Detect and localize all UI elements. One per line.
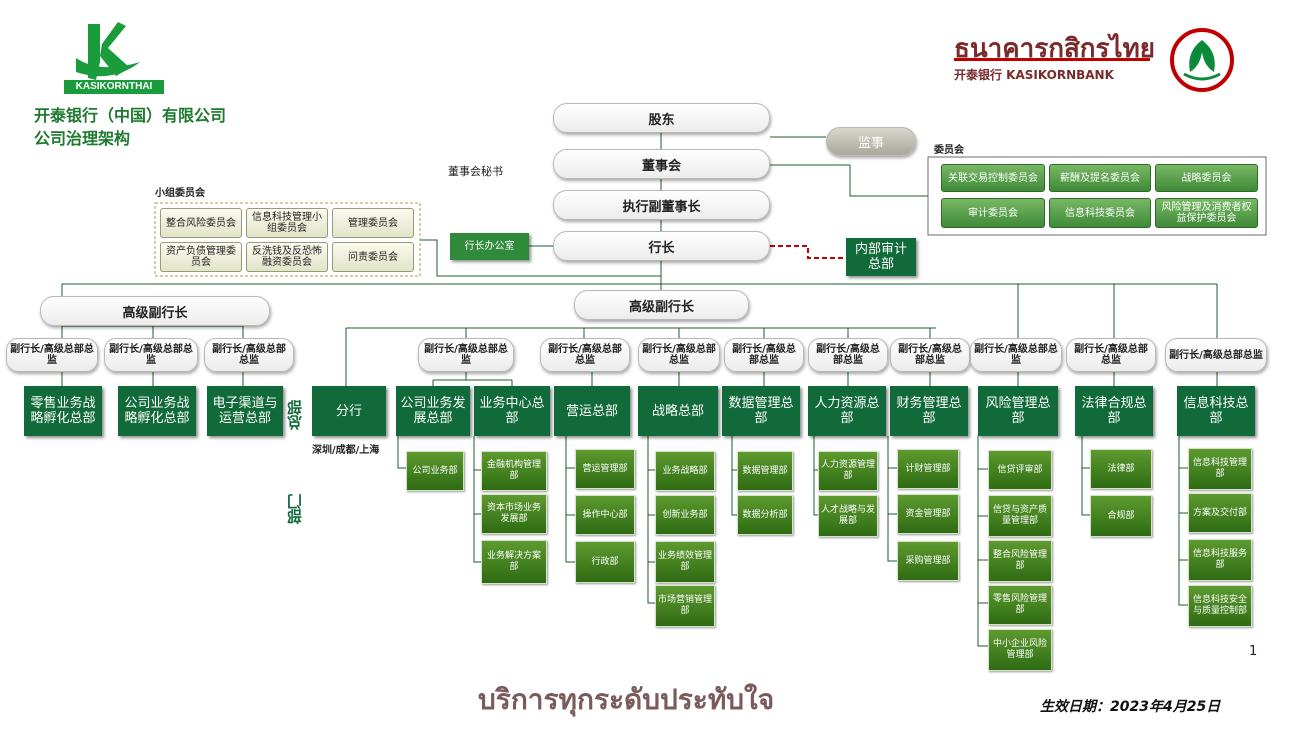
sub-dept-box: 公司业务部 [406, 451, 464, 491]
vp-box: 副行长/高级总部总监 [1165, 338, 1267, 372]
board-box: 董事会 [553, 149, 770, 179]
small-committee-item: 资产负债管理委员会 [160, 242, 242, 272]
sub-dept-box: 业务战略部 [655, 451, 715, 491]
vp-box: 副行长/高级总部总监 [6, 338, 98, 372]
sub-dept-box: 法律部 [1090, 449, 1152, 489]
dept-box: 营运总部 [554, 386, 630, 436]
slogan: บริการทุกระดับประทับใจ [478, 683, 775, 716]
sub-dept-box: 资本市场业务发展部 [481, 494, 547, 534]
vp-box: 副行长/高级总部总监 [724, 338, 804, 372]
branch-cities-label: 深圳/成都/上海 [312, 445, 380, 456]
sub-dept-box: 信息科技安全与质量控制部 [1188, 585, 1252, 627]
committees-title: 委员会 [934, 145, 964, 156]
dept-box: 业务中心总部 [474, 386, 550, 436]
sub-dept-box: 人才战略与发展部 [818, 495, 878, 537]
sub-dept-box: 金融机构管理部 [481, 451, 547, 491]
effective-date: 生效日期：2023年4月25日 [1040, 699, 1221, 715]
vp-box: 副行长/高级总部总监 [418, 338, 514, 372]
shareholders-box: 股东 [553, 103, 770, 133]
svp-center-box: 高级副行长 [574, 290, 749, 320]
dept-box: 零售业务战略孵化总部 [24, 386, 102, 436]
sub-dept-box: 信息科技管理部 [1188, 448, 1252, 490]
supervisor-box: 监事 [826, 127, 916, 156]
sub-dept-box: 中小企业风险管理部 [988, 629, 1052, 671]
sub-dept-box: 人力资源管理部 [818, 451, 878, 491]
sub-dept-box: 数据分析部 [737, 495, 793, 535]
board-secretary-label: 董事会秘书 [448, 165, 503, 178]
dept-box: 战略总部 [638, 386, 718, 436]
vp-box: 副行长/高级总部总监 [970, 338, 1062, 372]
small-committee-item: 问责委员会 [332, 242, 414, 272]
committee-item: 战略委员会 [1155, 164, 1258, 192]
page-title: 公司治理架构 [34, 129, 131, 148]
bank-name-sub: 开泰银行 KASIKORNBANK [954, 68, 1114, 82]
vp-box: 副行长/高级总部总监 [890, 338, 970, 372]
sub-dept-box: 营运管理部 [575, 449, 635, 489]
vp-box: 副行长/高级总部总监 [638, 338, 720, 372]
kbank-emblem-icon [1170, 28, 1234, 92]
sub-dept-box: 零售风险管理部 [988, 585, 1052, 625]
small-committee-item: 整合风险委员会 [160, 208, 242, 238]
dept-box: 数据管理总部 [722, 386, 800, 436]
sub-dept-box: 合规部 [1090, 495, 1152, 537]
sub-dept-box: 业务绩效管理部 [655, 541, 715, 583]
committee-item: 关联交易控制委员会 [941, 164, 1045, 192]
vp-box: 副行长/高级总部总监 [1066, 338, 1156, 372]
sub-dept-box: 整合风险管理部 [988, 540, 1052, 582]
dept-box: 财务管理总部 [890, 386, 968, 436]
page-number: 1 [1249, 644, 1258, 659]
dept-box: 公司业务战略孵化总部 [118, 386, 196, 436]
hq-side-label: 总部 [286, 400, 304, 430]
sub-dept-box: 采购管理部 [897, 541, 959, 581]
dept-box: 公司业务发展总部 [396, 386, 470, 436]
dept-box: 人力资源总部 [808, 386, 886, 436]
sub-dept-box: 行政部 [575, 541, 635, 583]
sub-dept-box: 业务解决方案部 [481, 540, 547, 584]
committee-item: 薪酬及提名委员会 [1049, 164, 1151, 192]
sub-dept-box: 市场营销管理部 [655, 585, 715, 627]
sub-dept-box: 资金管理部 [897, 494, 959, 534]
sub-dept-box: 操作中心部 [575, 495, 635, 535]
sub-dept-box: 信息科技服务部 [1188, 539, 1252, 581]
small-committee-item: 信息科技管理小组委员会 [246, 208, 328, 238]
sub-dept-box: 信贷与资产质量管理部 [988, 495, 1052, 537]
dept-box: 法律合规总部 [1075, 386, 1153, 436]
sub-dept-box: 方案及交付部 [1188, 493, 1252, 533]
president-office-box: 行长办公室 [450, 233, 529, 260]
committee-item: 风险管理及消费者权益保护委员会 [1155, 198, 1258, 228]
internal-audit-box: 内部审计总部 [846, 238, 916, 276]
svp-left-box: 高级副行长 [40, 296, 270, 326]
bank-name-thai: ธนาคารกสิกรไทย [954, 34, 1155, 64]
exec-vice-chairman-box: 执行副董事长 [553, 190, 770, 220]
small-committee-item: 反洗钱及反恐怖融资委员会 [246, 242, 328, 272]
company-name: 开泰银行（中国）有限公司 [34, 106, 227, 125]
dept-box: 电子渠道与运营总部 [207, 386, 283, 436]
sub-dept-box: 信贷评审部 [988, 450, 1052, 490]
committee-item: 信息科技委员会 [1049, 198, 1151, 228]
dept-box: 信息科技总部 [1177, 386, 1255, 436]
president-box: 行长 [553, 231, 770, 261]
vp-box: 副行长/高级总部总监 [104, 338, 198, 372]
dept-box: 风险管理总部 [978, 386, 1058, 436]
kasikorn-logo-icon [76, 22, 140, 80]
vp-box: 副行长/高级总部总监 [204, 338, 294, 372]
committee-item: 审计委员会 [941, 198, 1045, 228]
small-committees-title: 小组委员会 [155, 188, 205, 199]
sub-dept-box: 数据管理部 [737, 451, 793, 491]
vp-box: 副行长/高级总部总监 [808, 338, 888, 372]
dept-side-label: 部门 [286, 494, 304, 524]
dept-box: 分行 [312, 386, 386, 436]
sub-dept-box: 创新业务部 [655, 495, 715, 535]
vp-box: 副行长/高级总部总监 [540, 338, 630, 372]
logo-text: KASIKORNTHAI [75, 81, 153, 92]
small-committee-item: 管理委员会 [332, 208, 414, 238]
sub-dept-box: 计财管理部 [897, 449, 959, 489]
